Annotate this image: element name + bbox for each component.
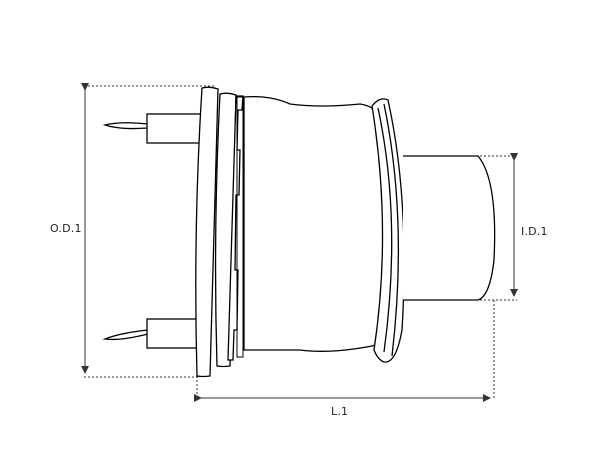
id-label: I.D.1	[521, 225, 548, 238]
od-dimension	[81, 83, 215, 378]
length-label: L.1	[331, 405, 349, 418]
part-outline	[102, 86, 496, 378]
od-label: O.D.1	[50, 222, 82, 235]
id-dimension	[480, 153, 518, 301]
